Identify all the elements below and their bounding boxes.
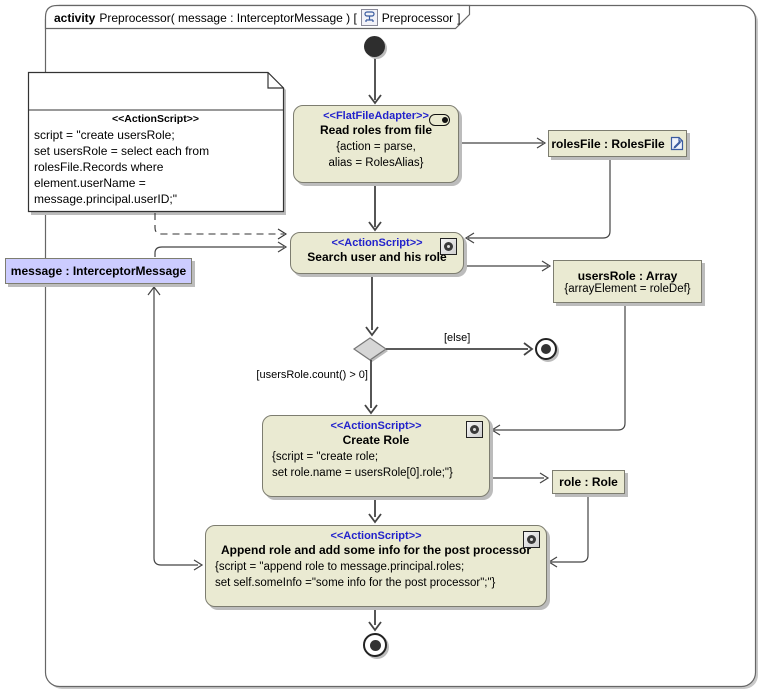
gear-icon — [523, 531, 540, 548]
flow-rolesfile-to-search — [464, 156, 611, 244]
activity-create-role: <<ActionScript>> Create Role {script = "… — [262, 415, 490, 497]
flow-decision-to-create — [364, 360, 378, 415]
activity-final-dot — [369, 639, 381, 651]
flow-final-dot — [541, 344, 551, 354]
object-flows — [147, 137, 626, 571]
flow-create-to-append — [368, 496, 382, 524]
body-line: set role.name = usersRole[0].role;"} — [272, 467, 453, 479]
note-line: element.userName = — [34, 176, 146, 190]
adapter-icon — [429, 114, 450, 126]
body-line: alias = RolesAlias} — [328, 157, 424, 169]
activity-body: {script = "create role; set role.name = … — [263, 449, 489, 481]
gear-icon-hole — [530, 538, 533, 541]
flow-create-to-role — [489, 472, 550, 484]
note-link-arrowhead — [277, 228, 288, 240]
stereotype-label: <<ActionScript>> — [330, 530, 422, 542]
flow-usersrole-to-create — [490, 302, 626, 436]
flow-final-node — [535, 338, 557, 360]
gear-icon-core — [527, 535, 536, 544]
activity-name: Read roles from file — [319, 123, 433, 137]
activity-search: <<ActionScript>> Search user and his rol… — [290, 232, 464, 274]
action-script-note — [27, 71, 285, 213]
document-icon — [670, 136, 683, 151]
flow-message-append-both — [147, 286, 204, 571]
frame-title: activity Preprocessor( message : Interce… — [54, 9, 461, 26]
body-line: {action = parse, — [336, 141, 416, 153]
stereotype-label: <<FlatFileAdapter>> — [323, 110, 429, 122]
activity-name: Append role and add some info for the po… — [220, 543, 532, 557]
object-roles-file: rolesFile : RolesFile — [548, 130, 687, 157]
activity-append-role: <<ActionScript>> Append role and add som… — [205, 525, 547, 607]
object-tag: {arrayElement = roleDef} — [564, 282, 691, 295]
body-line: set self.someInfo ="some info for the po… — [215, 577, 496, 589]
gear-icon-hole — [473, 428, 476, 431]
activity-keyword: activity — [54, 10, 96, 25]
note-line: rolesFile.Records where — [34, 160, 164, 174]
flow-decision-to-final-else — [386, 342, 534, 356]
gear-icon-hole — [447, 245, 450, 248]
object-role: role : Role — [552, 470, 625, 494]
flow-initial-to-read — [368, 58, 382, 105]
initial-node — [364, 36, 385, 57]
guard-users-role-count: [usersRole.count() > 0] — [256, 369, 368, 381]
object-label: message : InterceptorMessage — [10, 264, 187, 278]
adapter-icon-dot — [442, 117, 448, 123]
note-stereotype: <<ActionScript>> — [112, 113, 199, 125]
object-label: usersRole : Array — [577, 268, 678, 283]
control-flows — [364, 58, 534, 632]
object-label: rolesFile : RolesFile — [551, 136, 665, 151]
object-label: role : Role — [559, 475, 618, 489]
activity-read-roles: <<FlatFileAdapter>> Read roles from file… — [293, 105, 459, 183]
note-fold — [267, 72, 284, 89]
flow-message-to-search — [154, 241, 288, 257]
flow-append-to-final — [368, 606, 382, 632]
gear-icon — [440, 238, 457, 255]
note-line: message.principal.userID;" — [34, 192, 177, 206]
gear-icon-core — [444, 242, 453, 251]
body-line: {script = "create role; — [272, 451, 379, 463]
flow-read-to-rolesfile — [458, 137, 547, 149]
note-script-text: script = "create usersRole; set usersRol… — [34, 127, 279, 207]
activity-body: {action = parse, alias = RolesAlias} — [294, 139, 458, 171]
gear-icon-core — [470, 425, 479, 434]
frame-title-close: ] — [457, 10, 461, 25]
object-message: message : InterceptorMessage — [5, 258, 192, 284]
flow-read-to-search — [368, 183, 382, 232]
note-line: script = "create usersRole; — [34, 128, 175, 142]
stereotype-label: <<ActionScript>> — [330, 420, 422, 432]
activity-name: Search user and his role — [307, 250, 447, 264]
activity-diagram-icon — [360, 9, 378, 26]
flow-search-to-usersrole — [462, 260, 552, 272]
activity-name: Create Role — [342, 433, 410, 447]
object-users-role: usersRole : Array {arrayElement = roleDe… — [553, 260, 702, 303]
activity-body: {script = "append role to message.princi… — [206, 559, 546, 591]
frame-ref-name: Preprocessor — [381, 10, 454, 25]
note-link-to-search — [154, 213, 284, 235]
body-line: {script = "append role to message.princi… — [215, 561, 465, 573]
stereotype-label: <<ActionScript>> — [331, 237, 423, 249]
frame-title-text: Preprocessor( message : InterceptorMessa… — [99, 10, 357, 25]
flow-search-to-decision — [365, 273, 379, 337]
gear-icon — [466, 421, 483, 438]
note-line: set usersRole = select each from — [34, 144, 210, 158]
activity-final-node — [363, 633, 387, 657]
flow-role-to-append — [547, 493, 589, 568]
guard-else: [else] — [444, 332, 471, 344]
